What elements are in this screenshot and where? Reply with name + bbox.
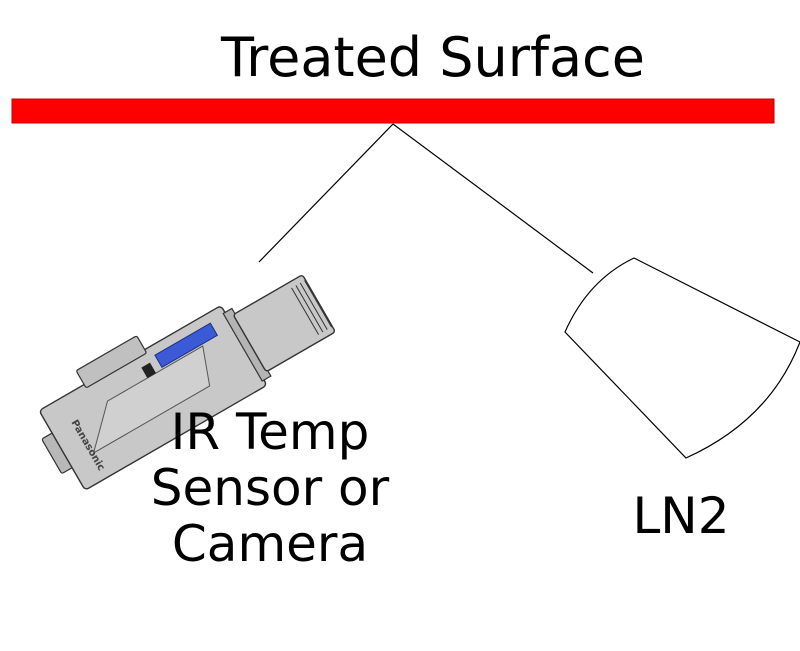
ln2-label: LN2 xyxy=(632,487,730,545)
camera-lens-ridges xyxy=(291,280,332,335)
camera-switch xyxy=(141,362,157,379)
ir-camera: Panasonic xyxy=(39,275,336,490)
camera-top-bump xyxy=(76,335,147,388)
camera-display xyxy=(154,322,219,369)
ir-sensor-label: IR Temp Sensor or Camera xyxy=(120,404,420,572)
sensor-beam-line xyxy=(258,123,394,263)
ir-sensor-label-line1: IR Temp xyxy=(170,403,370,461)
treated-surface-title: Treated Surface xyxy=(221,26,645,89)
ir-sensor-label-line2: Sensor or xyxy=(150,459,390,517)
treated-surface-bar xyxy=(11,98,775,124)
ln2-nozzle-shape xyxy=(564,257,800,459)
ln2-beam-line xyxy=(392,123,594,274)
camera-side-panel xyxy=(92,345,211,455)
ir-sensor-label-line3: Camera xyxy=(171,515,369,573)
